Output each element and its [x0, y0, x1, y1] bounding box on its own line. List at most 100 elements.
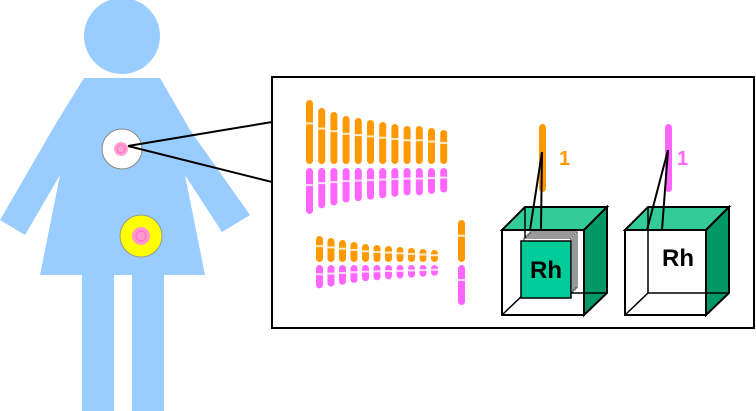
chromosome-paternal-centromere: [361, 270, 370, 273]
chromosome-paternal: [391, 168, 399, 197]
chromosome-maternal: [391, 124, 399, 164]
chromosome-paternal: [373, 265, 381, 281]
chromosome-maternal: [385, 246, 392, 262]
chromosome-maternal-centromere: [315, 245, 324, 248]
chromosome-paternal-centromere: [354, 179, 363, 182]
chromosome-paternal-centromere: [427, 177, 436, 180]
chromosome-paternal: [342, 168, 350, 203]
chromosome-paternal: [440, 168, 448, 193]
chromosome-maternal: [415, 126, 423, 164]
chromosome-paternal-centromere: [327, 272, 335, 275]
chromosome-maternal-centromere: [427, 140, 436, 143]
chromosome-maternal: [350, 242, 358, 262]
chromosome-paternal: [428, 168, 435, 194]
chromosome-maternal-centromere: [415, 139, 424, 142]
chromosome-x-paternal: [458, 265, 465, 305]
chromosome-paternal: [403, 168, 411, 196]
chromosome-paternal-centromere: [378, 178, 387, 181]
karyotype-chromosomes: [305, 100, 466, 305]
chromosome-maternal-centromere: [329, 130, 338, 133]
chromosome-maternal-centromere: [384, 251, 393, 254]
chromosome-paternal-centromere: [407, 269, 416, 272]
chromosome-maternal-centromere: [378, 136, 387, 139]
chromosome-paternal-centromere: [373, 270, 381, 273]
zoom-line-top: [127, 121, 273, 147]
chromosome-maternal: [396, 247, 404, 262]
chromosome-paternal-centromere: [366, 179, 375, 182]
chromosome-paternal: [379, 168, 387, 199]
body-cell-icon: [101, 128, 143, 170]
chromosome-paternal: [318, 168, 326, 209]
chromosome-maternal-centromere: [366, 135, 375, 138]
chromosome-paternal: [367, 168, 374, 200]
chromosome-maternal: [408, 248, 415, 262]
chromosome-paternal-centromere: [305, 184, 314, 187]
chromosome-x-maternal-centromere: [457, 234, 466, 237]
chromosome-number-right: 1: [677, 148, 688, 170]
gene-box-right: Rh: [622, 204, 732, 318]
chromosome-maternal: [379, 122, 387, 164]
chromosome-maternal: [316, 236, 323, 262]
chromosome-maternal: [403, 126, 411, 164]
chromosome-maternal-centromere: [338, 247, 347, 250]
chromosome-x-paternal-centromere: [457, 279, 466, 281]
chromosome-paternal-centromere: [317, 182, 326, 185]
chromosome-paternal-centromere: [338, 271, 347, 274]
chromosome-maternal-centromere: [407, 252, 416, 255]
chromosome-paternal: [316, 265, 323, 289]
gene-label-left: Rh: [530, 257, 562, 284]
chromosome-maternal: [367, 120, 374, 164]
chromosome-maternal-centromere: [350, 249, 358, 251]
chromosome-maternal-centromere: [317, 127, 326, 130]
chromosome-maternal: [373, 245, 381, 262]
chromosome-paternal-centromere: [439, 176, 448, 179]
chromosome-maternal: [327, 238, 335, 262]
gene-label-right: Rh: [662, 245, 694, 272]
chromosome-paternal-centromere: [329, 181, 338, 184]
chromosome-1-maternal: 1: [529, 124, 570, 231]
chromosome-maternal-centromere: [305, 122, 314, 125]
chromosome-maternal: [428, 128, 435, 164]
chromosome-maternal-centromere: [373, 250, 381, 253]
chromosome-paternal: [327, 265, 335, 287]
chromosome-maternal-centromere: [439, 141, 448, 144]
gene-pages-icon: [520, 231, 578, 299]
chromosome-paternal: [385, 265, 392, 280]
chromosome-maternal-centromere: [396, 252, 404, 255]
chromosome-1-paternal: 1: [646, 124, 688, 231]
chromosome-maternal: [339, 240, 346, 262]
chromosome-paternal-centromere: [430, 268, 439, 271]
chromosome-maternal-centromere: [342, 132, 351, 135]
chromosome-paternal-centromere: [384, 270, 393, 273]
chromosome-maternal-centromere: [354, 134, 363, 137]
chromosome-paternal: [350, 265, 358, 283]
chromosome-paternal-centromere: [315, 273, 324, 276]
egg-cell-icon: [119, 214, 163, 258]
chromosome-maternal: [342, 116, 350, 164]
chromosome-x-maternal: [458, 220, 465, 262]
chromosome-maternal: [330, 112, 338, 164]
chromosome-maternal-centromere: [419, 253, 427, 256]
chromosome-maternal-centromere: [430, 254, 439, 257]
chromosome-maternal: [362, 244, 369, 262]
chromosome-paternal: [354, 168, 362, 202]
chromosome-maternal: [354, 118, 362, 164]
chromosome-number-left: 1: [559, 148, 570, 170]
chromosome-paternal-centromere: [415, 177, 424, 180]
chromosome-maternal-centromere: [327, 246, 335, 249]
chromosome-paternal-centromere: [403, 177, 412, 180]
chromosome-maternal-centromere: [403, 139, 412, 142]
chromosome-paternal-centromere: [342, 180, 351, 183]
chromosome-paternal: [306, 168, 313, 215]
chromosome-paternal: [362, 265, 369, 282]
chromosome-maternal: [306, 100, 313, 164]
chromosome-paternal: [396, 265, 404, 279]
zoom-line-bottom: [127, 145, 273, 183]
chromosome-paternal: [415, 168, 423, 196]
chromosome-paternal-centromere: [396, 269, 404, 272]
chromosome-paternal-centromere: [419, 269, 427, 272]
chromosome-paternal-centromere: [350, 271, 358, 274]
chromosome-paternal: [339, 265, 346, 285]
